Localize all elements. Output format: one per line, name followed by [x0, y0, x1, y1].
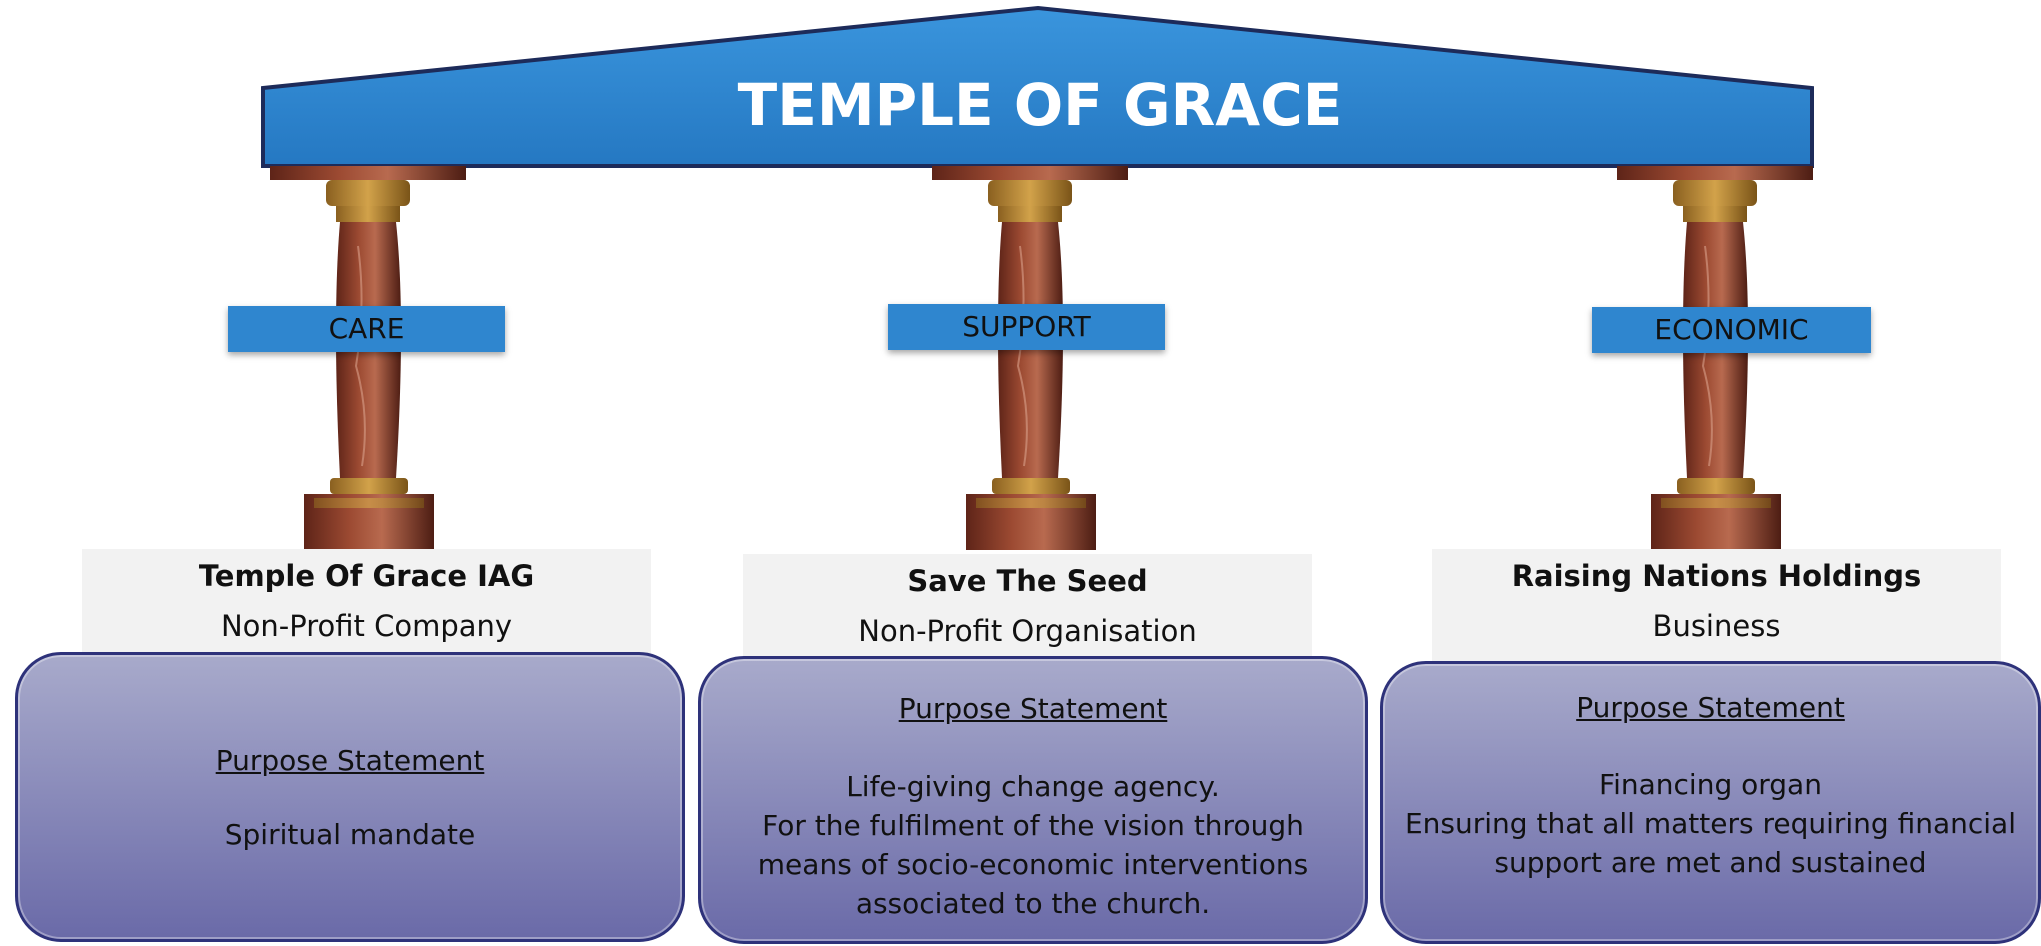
pillar-center: [932, 166, 1132, 550]
pillar-label-economic: ECONOMIC: [1592, 307, 1871, 353]
entity-box-economic: Raising Nations Holdings Business: [1432, 549, 2001, 661]
pillar-graphic: [270, 166, 466, 550]
purpose-card-economic: Purpose Statement Financing organ Ensuri…: [1380, 661, 2041, 944]
purpose-text: Spiritual mandate: [224, 818, 476, 851]
purpose-text: Financing organ Ensuring that all matter…: [1404, 768, 2016, 879]
entity-name: Raising Nations Holdings: [1511, 559, 1922, 593]
pillar-graphic: [932, 166, 1128, 550]
purpose-card-care: Purpose Statement Spiritual mandate: [15, 652, 685, 942]
pillar-label-support: SUPPORT: [888, 304, 1165, 350]
purpose-title: Purpose Statement: [215, 744, 485, 777]
purpose-title: Purpose Statement: [1576, 691, 1845, 724]
entity-name: Save The Seed: [907, 564, 1148, 598]
entity-box-support: Save The Seed Non-Profit Organisation: [743, 554, 1312, 664]
entity-type: Non-Profit Company: [220, 609, 513, 643]
entity-box-care: Temple Of Grace IAG Non-Profit Company: [82, 549, 651, 659]
temple-roof: TEMPLE OF GRACE: [0, 0, 2041, 180]
pillar-graphic: [1617, 166, 1813, 550]
page-title: TEMPLE OF GRACE: [737, 71, 1343, 139]
purpose-text: Life-giving change agency. For the fulfi…: [757, 770, 1309, 920]
pillar-left: [270, 166, 470, 550]
entity-type: Business: [1652, 609, 1781, 643]
purpose-card-support: Purpose Statement Life-giving change age…: [698, 656, 1368, 944]
pillar-right: [1617, 166, 1817, 550]
pillar-label-care: CARE: [228, 306, 505, 352]
purpose-title: Purpose Statement: [898, 692, 1168, 725]
entity-name: Temple Of Grace IAG: [198, 559, 535, 593]
entity-type: Non-Profit Organisation: [858, 614, 1197, 648]
roof-shape: [261, 5, 1814, 168]
